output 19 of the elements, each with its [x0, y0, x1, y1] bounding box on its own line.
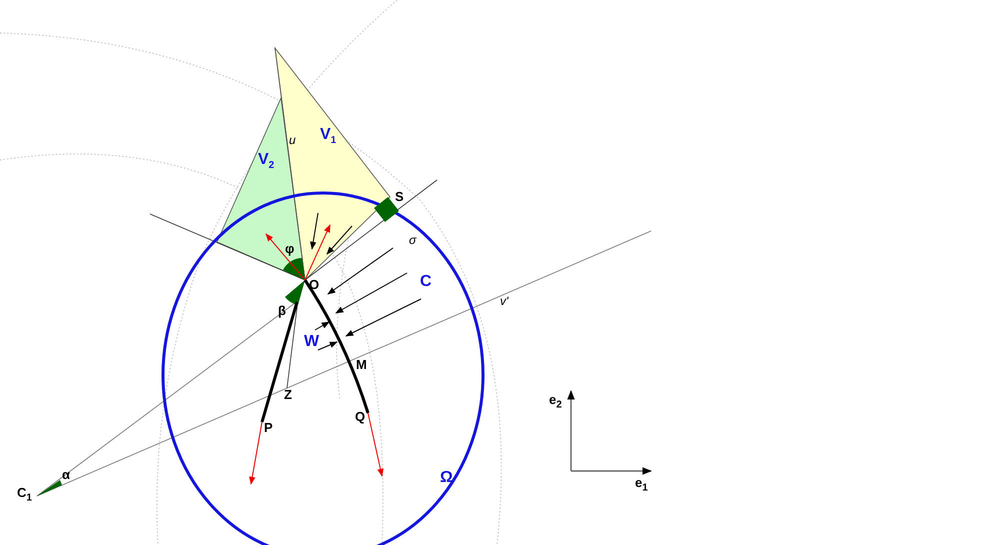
point-label: C$_{1}$ — [17, 486, 32, 504]
point-label: P — [264, 421, 273, 434]
region-label: V$_{1}$ — [320, 127, 336, 146]
point-label: M — [356, 358, 367, 371]
point-label: Z — [284, 388, 292, 401]
angle-label: φ — [285, 242, 294, 255]
axis-label: e$_{1}$ — [635, 476, 648, 494]
curve-label: C — [420, 274, 432, 290]
line-label: v' — [500, 295, 508, 307]
point-label: Q — [355, 410, 366, 423]
axis-label: e$_{2}$ — [549, 393, 562, 411]
angle-label: β — [278, 304, 286, 317]
region-label: V$_{2}$ — [258, 152, 274, 172]
angle-label: α — [62, 468, 70, 481]
line-label: u — [289, 134, 296, 146]
point-label: S — [395, 190, 404, 203]
curve-label: Ω — [440, 470, 453, 486]
line-label: σ — [409, 234, 416, 246]
curve-label: W — [304, 334, 320, 350]
